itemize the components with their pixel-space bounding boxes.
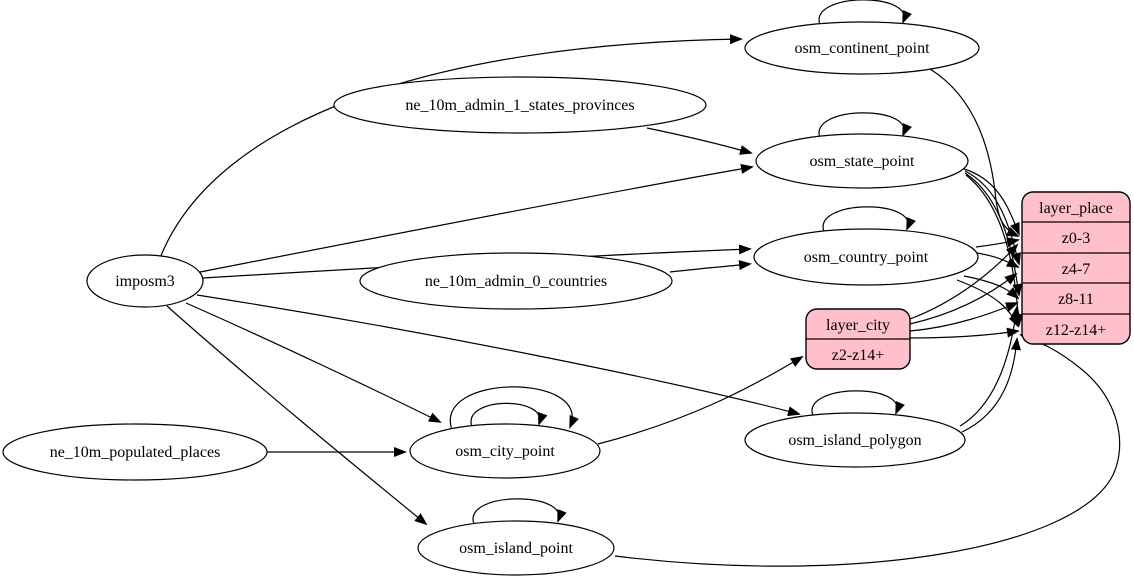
- node-ne_10m_admin_1_states_provinces: ne_10m_admin_1_states_provinces: [333, 76, 707, 134]
- node-osm_island_point: osm_island_point: [417, 520, 615, 576]
- edge-osm_city_point-to-layer_city-z2-z14: [597, 355, 804, 445]
- record-layer_place-row-z4-7: z4-7: [1062, 261, 1090, 278]
- node-osm_continent_point-label: osm_continent_point: [794, 40, 930, 57]
- node-osm_country_point-shape: [753, 228, 979, 286]
- node-osm_country_point: osm_country_point: [753, 228, 979, 286]
- node-ne_10m_admin_0_countries-label: ne_10m_admin_0_countries: [425, 273, 607, 290]
- node-osm_island_polygon: osm_island_polygon: [744, 412, 966, 468]
- self-loop-osm_city_point-outer: [449, 386, 579, 431]
- edge-osm_continent_point-to-layer_place-z0-3: [929, 68, 1020, 237]
- self-loop-osm_continent_point: [818, 0, 912, 26]
- node-osm_island_point-label: osm_island_point: [459, 540, 573, 557]
- node-osm_continent_point-shape: [744, 21, 980, 75]
- node-ne_10m_admin_1_states_provinces-shape: [333, 76, 707, 134]
- self-loop-osm_country_point: [822, 206, 916, 233]
- node-imposm3: imposm3: [86, 254, 204, 308]
- node-osm_island_point-shape: [417, 520, 615, 576]
- node-ne_10m_admin_0_countries: ne_10m_admin_0_countries: [359, 252, 673, 310]
- edge-osm_country_point-to-layer_place-z12-z14: [956, 279, 1019, 328]
- edge-layer_city-to-layer_place-z12-z14: [909, 327, 1020, 339]
- record-layer_place: layer_place z0-3 z4-7 z8-11 z12-z14+: [1021, 191, 1131, 345]
- self-loop-osm_state_point: [818, 112, 912, 139]
- edge-layer_city-to-layer_place-z8-11: [909, 302, 1019, 332]
- node-imposm3-shape: [86, 254, 204, 308]
- edge-ne_10m_admin_1_states_provinces-to-osm_state_point: [646, 127, 753, 155]
- edge-osm_island_point-to-layer_place-z12-z14: [614, 334, 1121, 567]
- record-layer_place-row-z0-3: z0-3: [1062, 230, 1090, 247]
- node-ne_10m_admin_1_states_provinces-label: ne_10m_admin_1_states_provinces: [405, 97, 634, 114]
- node-ne_10m_admin_0_countries-shape: [359, 252, 673, 310]
- self-loop-osm_island_polygon: [811, 390, 905, 417]
- edge-layer_city-to-layer_place-z0-3: [909, 243, 1019, 320]
- record-layer_place-row-z8-11: z8-11: [1058, 291, 1094, 308]
- self-loop-osm_island_point: [472, 498, 567, 525]
- record-layer_city-title: layer_city: [826, 317, 890, 334]
- edge-osm_state_point-to-layer_place-z0-3: [963, 168, 1020, 236]
- edge-imposm3-to-osm_state_point: [199, 163, 754, 273]
- edge-imposm3-to-osm_island_point: [166, 305, 428, 526]
- record-layer_place-row-z12-z14: z12-z14+: [1046, 322, 1107, 339]
- record-layer_place-shape: [1021, 191, 1131, 345]
- node-ne_10m_populated_places: ne_10m_populated_places: [2, 423, 268, 481]
- edge-ne_10m_admin_0_countries-to-osm_country_point: [669, 260, 752, 273]
- edge-layer_city-to-layer_place-z4-7: [909, 272, 1018, 325]
- node-osm_city_point-label: osm_city_point: [455, 443, 555, 460]
- record-layer_city-row-z2-z14: z2-z14+: [832, 347, 885, 364]
- node-osm_state_point: osm_state_point: [755, 133, 969, 189]
- node-osm_country_point-label: osm_country_point: [804, 249, 929, 266]
- node-imposm3-label: imposm3: [115, 273, 175, 290]
- record-layer_city: layer_city z2-z14+: [805, 308, 911, 370]
- edges: [159, 0, 1121, 567]
- edge-imposm3-to-osm_city_point: [185, 302, 442, 423]
- edge-osm_country_point-to-layer_place-z8-11: [963, 275, 1020, 300]
- node-ne_10m_populated_places-shape: [2, 423, 268, 481]
- node-osm_city_point: osm_city_point: [409, 423, 601, 479]
- edge-osm_island_polygon-to-layer_place-z8-11: [959, 305, 1021, 427]
- record-layer_place-title: layer_place: [1039, 200, 1113, 217]
- node-osm_city_point-shape: [409, 423, 601, 479]
- self-loop-osm_city_point-inner: [470, 402, 548, 428]
- node-osm_island_polygon-label: osm_island_polygon: [788, 432, 921, 449]
- edge-imposm3-to-osm_continent_point: [159, 34, 743, 259]
- node-osm_island_polygon-shape: [744, 412, 966, 468]
- edge-osm_island_polygon-to-layer_place-z12-z14: [961, 337, 1021, 433]
- node-osm_state_point-label: osm_state_point: [810, 153, 915, 170]
- node-osm_continent_point: osm_continent_point: [744, 21, 980, 75]
- edge-osm_country_point-to-layer_place-z0-3: [975, 237, 1020, 248]
- node-ne_10m_populated_places-label: ne_10m_populated_places: [50, 444, 221, 461]
- node-osm_state_point-shape: [755, 133, 969, 189]
- edge-imposm3-to-osm_island_polygon: [196, 294, 801, 417]
